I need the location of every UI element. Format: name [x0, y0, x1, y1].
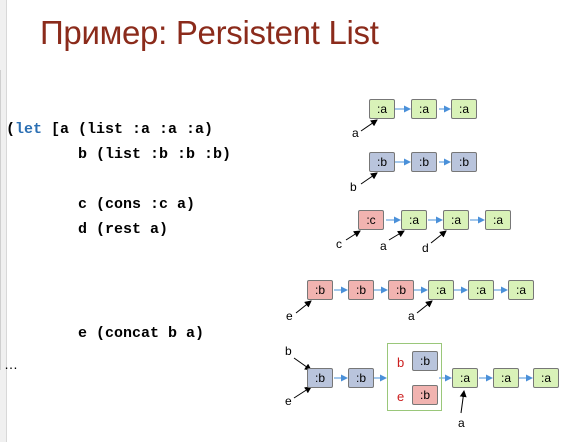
node-e1-5: :a: [468, 280, 494, 300]
pointer-arrow-e2a: [459, 390, 467, 414]
code-line-3: c (cons :c a): [78, 196, 196, 213]
node-c-1: :c: [358, 210, 384, 230]
code-keyword-let: let: [15, 121, 43, 138]
pointer-label-b: b: [350, 180, 357, 194]
node-e1-4: :a: [428, 280, 454, 300]
pointer-label-c-a: a: [380, 239, 387, 253]
pointer-label-e1: e: [286, 309, 293, 323]
pointer-label-e1-a: a: [408, 309, 415, 323]
title-prefix: Пример:: [40, 14, 176, 51]
group-label-e: e: [397, 389, 405, 404]
node-b-2: :b: [411, 152, 437, 172]
node-c-4: :a: [485, 210, 511, 230]
pointer-arrow-d: [430, 230, 447, 244]
node-a-3: :a: [451, 99, 477, 119]
node-b-1: :b: [369, 152, 395, 172]
pointer-arrow-e1: [295, 300, 312, 314]
slide-left-bracket: [0, 70, 9, 370]
pointer-label-c: c: [336, 237, 342, 251]
node-e1-2: :b: [348, 280, 374, 300]
pointer-arrow-a: [360, 119, 378, 132]
node-e1-3: :b: [388, 280, 414, 300]
code-ellipsis: …: [4, 356, 18, 372]
node-a-1: :a: [369, 99, 395, 119]
node-a-2: :a: [411, 99, 437, 119]
group-node-e: :b: [412, 385, 438, 405]
code-line-5: e (concat b a): [78, 325, 205, 342]
pointer-arrow-ca: [388, 230, 405, 241]
pointer-arrow-b: [360, 172, 378, 185]
pointer-label-d: d: [422, 241, 429, 255]
slide-title: Пример: Persistent List: [40, 14, 379, 52]
node-e2-2: :b: [348, 368, 374, 388]
group-node-b: :b: [412, 351, 438, 371]
pointer-label-e2-a: a: [458, 416, 465, 430]
node-e1-1: :b: [307, 280, 333, 300]
pointer-label-e2-e: e: [285, 394, 292, 408]
node-c-2: :a: [401, 210, 427, 230]
node-e2-5: :a: [533, 368, 559, 388]
node-e2-4: :a: [493, 368, 519, 388]
node-e2-1: :b: [307, 368, 333, 388]
code-line-1-rest: [a (list :a :a :a): [42, 121, 214, 138]
pointer-label-a: a: [352, 126, 359, 140]
pointer-label-e2-b: b: [285, 344, 292, 358]
code-line-4: d (rest a): [78, 221, 169, 238]
node-b-3: :b: [451, 152, 477, 172]
group-label-b: b: [397, 355, 405, 370]
node-e2-3: :a: [452, 368, 478, 388]
code-line-2: b (list :b :b :b): [78, 146, 232, 163]
node-e1-6: :a: [508, 280, 534, 300]
concat-group-box: [387, 343, 442, 411]
node-c-3: :a: [443, 210, 469, 230]
code-line-1: (let [a (list :a :a :a): [6, 121, 214, 138]
pointer-arrow-e1a: [416, 300, 433, 314]
pointer-arrow-c: [345, 230, 361, 241]
title-main: Persistent List: [175, 14, 379, 51]
slide-left-border: [0, 0, 7, 442]
pointer-arrow-e2e: [293, 386, 312, 399]
